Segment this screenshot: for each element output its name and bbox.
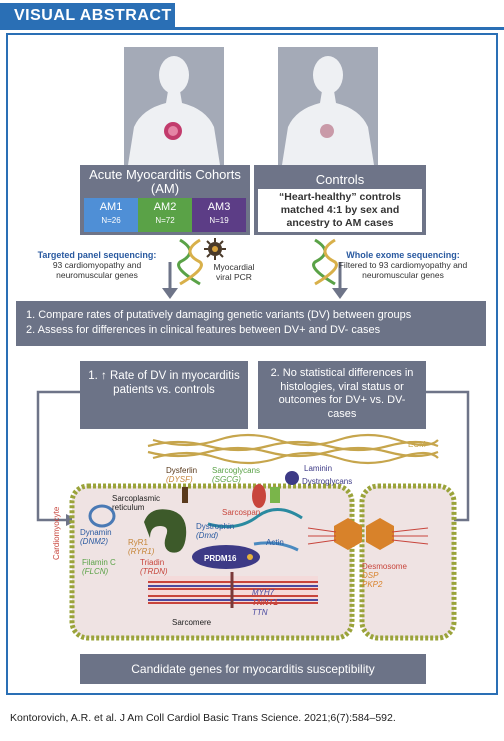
label-sarcoglycans: Sarcoglycans (SGCG) xyxy=(212,466,260,484)
am1-label: AM1 xyxy=(99,201,123,213)
flcn-text: (FLCN) xyxy=(82,567,109,576)
am3-n: N=19 xyxy=(209,216,229,225)
aim-1: 1. Compare rates of putatively damaging … xyxy=(26,309,412,321)
dynamin-text: Dynamin xyxy=(80,528,112,537)
label-dynamin: Dynamin (DNM2) xyxy=(80,528,112,546)
cell-diagram xyxy=(69,433,457,641)
controls-desc-box xyxy=(258,189,422,232)
label-myh7: MYH7 xyxy=(252,588,275,597)
filamin-text: Filamin C xyxy=(82,558,116,567)
header-rule xyxy=(0,27,504,30)
controls-desc: “Heart-healthy” controls matched 4:1 by … xyxy=(279,191,401,229)
dystrophin-text: Dystrophin xyxy=(196,522,235,531)
label-ecm: ECM xyxy=(408,440,426,449)
result-1-box: 1. ↑ Rate of DV in myocarditis patients … xyxy=(80,361,248,429)
dysferlin-text: Dysferlin xyxy=(166,466,198,475)
label-sarcospan: Sarcospan xyxy=(222,508,261,517)
dystrophin-path xyxy=(207,508,303,529)
label-cardiomyocyte: Cardiomyocyte xyxy=(52,506,61,560)
wes-note: Whole exome sequencing: Filtered to 93 c… xyxy=(336,250,470,280)
dysferlin-shape xyxy=(182,487,188,503)
label-filamin: Filamin C (FLCN) xyxy=(82,558,116,576)
am2-cell: AM2 N=72 xyxy=(138,198,192,232)
label-laminin: Laminin xyxy=(304,464,333,473)
ecm-fibers xyxy=(147,433,439,465)
pkp2-text: PKP2 xyxy=(362,580,383,589)
result-2-box: 2. No statistical differences in histolo… xyxy=(258,361,426,429)
aims-band: 1. Compare rates of putatively damaging … xyxy=(16,301,486,346)
triadin-text: Triadin xyxy=(140,558,165,567)
label-ryr1: RyR1 (RYR1) xyxy=(128,538,154,556)
label-dystrophin: Dystrophin (Dmd) xyxy=(196,522,234,540)
laminin-shape xyxy=(285,471,299,485)
targeted-desc: 93 cardiomyopathy and neuromuscular gene… xyxy=(52,260,142,280)
label-tnnt1: TNNT1 xyxy=(252,598,278,607)
am3-cell: AM3 N=19 xyxy=(192,198,246,232)
header-title: VISUAL ABSTRACT xyxy=(0,3,175,28)
pcr-note: Myocardial viral PCR xyxy=(213,262,255,282)
sarcoglycans-text: Sarcoglycans xyxy=(212,466,261,475)
ryr1-text: RyR1 xyxy=(128,538,149,547)
sarcospan-shape xyxy=(252,484,266,508)
sarcoplasmic-reticulum-shape xyxy=(144,509,187,553)
control-silhouette-panel xyxy=(278,47,378,165)
label-sarcomere: Sarcomere xyxy=(172,618,212,627)
label-prdm16: PRDM16 xyxy=(204,554,237,563)
label-dystroglycans: Dystroglycans xyxy=(302,477,353,486)
prdm16-shape xyxy=(192,545,260,569)
citation: Kontorovich, A.R. et al. J Am Coll Cardi… xyxy=(10,712,396,724)
up-arrow-icon: ↑ xyxy=(101,370,107,382)
aim-2: 2. Assess for differences in clinical fe… xyxy=(26,324,381,336)
dsp-text: DSP xyxy=(362,571,379,580)
dmd-text: (Dmd) xyxy=(196,531,219,540)
label-actin: Actin xyxy=(266,538,284,547)
desmosome-text: Desmosome xyxy=(362,562,407,571)
targeted-panel-note: Targeted panel sequencing: 93 cardiomyop… xyxy=(30,250,164,280)
label-ttn: TTN xyxy=(252,608,268,617)
sarcomere-bands xyxy=(148,572,318,608)
am1-n: N=26 xyxy=(101,216,121,225)
trdn-text: (TRDN) xyxy=(140,567,168,576)
dynamin-shape xyxy=(88,504,116,528)
label-sarcoplasmic: Sarcoplasmic reticulum xyxy=(112,494,161,512)
arrow-down-right-icon xyxy=(332,262,348,299)
am2-n: N=72 xyxy=(155,216,175,225)
sarcoglycan-shape xyxy=(270,487,280,503)
dysf-text: (DYSF) xyxy=(166,475,193,484)
patient-silhouette-panel xyxy=(124,47,224,165)
cohort-title: Acute Myocarditis Cohorts (AM) xyxy=(89,167,241,196)
label-dysferlin: Dysferlin (DYSF) xyxy=(166,466,197,484)
actin-path xyxy=(253,541,299,552)
dna-right-icon xyxy=(312,238,338,286)
result-1-text: Rate of DV in myocarditis patients vs. c… xyxy=(110,370,240,396)
targeted-title: Targeted panel sequencing: xyxy=(37,250,157,260)
wes-title: Whole exome sequencing: xyxy=(346,250,460,260)
sgcg-text: (SGCG) xyxy=(212,475,241,484)
controls-title: Controls xyxy=(315,172,365,187)
am2-label: AM2 xyxy=(153,201,177,213)
control-silhouette-icon xyxy=(282,56,374,165)
patient-silhouette-icon xyxy=(128,56,220,165)
label-desmosome: Desmosome DSP PKP2 xyxy=(362,562,407,589)
label-triadin: Triadin (TRDN) xyxy=(140,558,168,576)
conclusion-band: Candidate genes for myocarditis suscepti… xyxy=(80,654,426,684)
desmosome-shapes xyxy=(307,518,429,550)
result-2-text: 2. No statistical differences in histolo… xyxy=(270,367,414,420)
dnm2-text: (DNM2) xyxy=(80,537,108,546)
virus-icon xyxy=(204,238,226,260)
wes-desc: Filtered to 93 cardiomyopathy and neurom… xyxy=(338,260,468,280)
ryr1-gene-text: (RYR1) xyxy=(128,547,155,556)
arrow-down-left-icon xyxy=(162,262,178,299)
result-1-prefix: 1. xyxy=(88,370,98,382)
am1-cell: AM1 N=26 xyxy=(84,198,138,232)
am3-label: AM3 xyxy=(207,201,231,213)
dna-left-icon xyxy=(177,238,203,286)
